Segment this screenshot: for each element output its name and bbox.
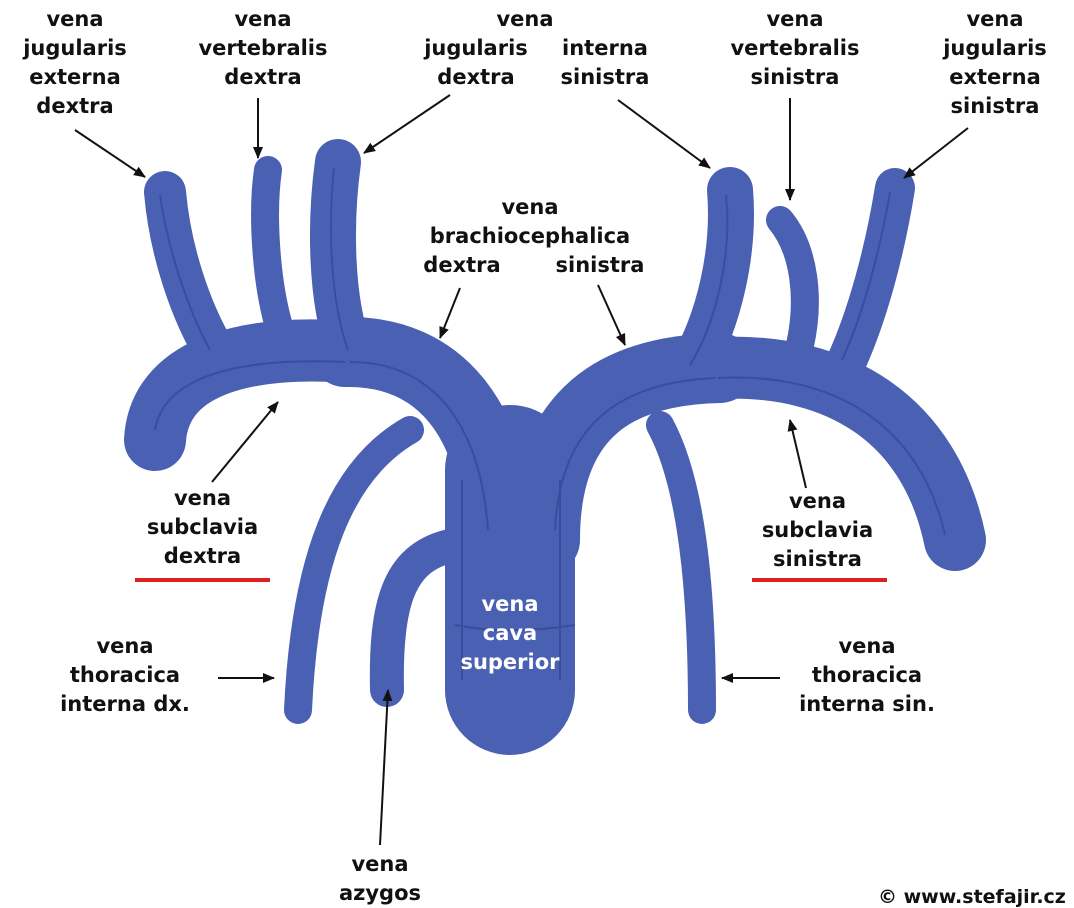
label-line: vena bbox=[45, 632, 205, 661]
label-line: dextra bbox=[412, 251, 512, 280]
label-line: sinistra bbox=[545, 63, 665, 92]
label-line: dextra bbox=[135, 542, 270, 571]
label-line: vena bbox=[930, 5, 1060, 34]
label-line: vena bbox=[135, 484, 270, 513]
label-vena-thoracica-interna-sinistra: vena thoracica interna sin. bbox=[782, 632, 952, 719]
label-line: subclavia bbox=[135, 513, 270, 542]
label-vena-thoracica-interna-dextra: vena thoracica interna dx. bbox=[45, 632, 205, 719]
vena-vertebralis-dextra bbox=[265, 170, 280, 330]
label-line: jugularis bbox=[930, 34, 1060, 63]
label-vena-brachiocephalica: vena brachiocephalica bbox=[405, 193, 655, 251]
label-line: vena bbox=[330, 850, 430, 879]
label-line: sinistra bbox=[540, 251, 660, 280]
label-line: vertebralis bbox=[715, 34, 875, 63]
label-line: externa bbox=[10, 63, 140, 92]
label-line: thoracica bbox=[45, 661, 205, 690]
arrow-bcd bbox=[440, 288, 460, 338]
arrow-vjes bbox=[904, 128, 968, 178]
label-line: dextra bbox=[10, 92, 140, 121]
arrow-vjid bbox=[364, 95, 450, 153]
label-line: vena bbox=[188, 5, 338, 34]
label-line: vertebralis bbox=[188, 34, 338, 63]
label-vena-azygos: vena azygos bbox=[330, 850, 430, 908]
label-line: jugularis bbox=[410, 34, 542, 63]
label-line: dextra bbox=[188, 63, 338, 92]
label-vena-vertebralis-dextra: vena vertebralis dextra bbox=[188, 5, 338, 92]
arrow-vjis bbox=[618, 100, 710, 168]
label-vena-cava-superior: vena cava superior bbox=[445, 590, 575, 677]
label-vena-jugularis-externa-dextra: vena jugularis externa dextra bbox=[10, 5, 140, 121]
arrow-vjed bbox=[75, 130, 145, 177]
label-line: externa bbox=[930, 63, 1060, 92]
label-line: vena bbox=[782, 632, 952, 661]
vena-jugularis-externa-sinistra bbox=[845, 188, 895, 365]
label-line: subclavia bbox=[745, 516, 890, 545]
label-line: cava bbox=[445, 619, 575, 648]
label-line: interna dx. bbox=[45, 690, 205, 719]
label-vena-vertebralis-sinistra: vena vertebralis sinistra bbox=[715, 5, 875, 92]
arrow-vsd bbox=[212, 402, 278, 482]
label-line: jugularis bbox=[10, 34, 140, 63]
label-brachiocephalica-dextra: dextra bbox=[412, 251, 512, 280]
label-line: vena bbox=[480, 5, 570, 34]
label-line: vena bbox=[745, 487, 890, 516]
label-line: interna bbox=[545, 34, 665, 63]
vena-vertebralis-sinistra bbox=[780, 220, 805, 345]
label-jugularis-dextra: jugularis dextra bbox=[410, 34, 542, 92]
arrow-bcs bbox=[598, 285, 625, 345]
label-line: azygos bbox=[330, 879, 430, 908]
label-line: sinistra bbox=[745, 545, 890, 574]
label-line: sinistra bbox=[715, 63, 875, 92]
label-line: thoracica bbox=[782, 661, 952, 690]
label-interna-sinistra: interna sinistra bbox=[545, 34, 665, 92]
vena-thoracica-interna-sinistra bbox=[660, 425, 702, 710]
vena-jugularis-externa-dextra bbox=[165, 192, 215, 352]
label-vena-top: vena bbox=[480, 5, 570, 34]
label-vena-subclavia-sinistra: vena subclavia sinistra bbox=[745, 487, 890, 574]
label-line: vena bbox=[445, 590, 575, 619]
arrow-azygos bbox=[380, 690, 388, 845]
label-line: dextra bbox=[410, 63, 542, 92]
label-line: brachiocephalica bbox=[405, 222, 655, 251]
label-line: vena bbox=[10, 5, 140, 34]
copyright-text[interactable]: © www.stefajir.cz bbox=[878, 886, 1066, 908]
label-line: vena bbox=[715, 5, 875, 34]
label-line: superior bbox=[445, 648, 575, 677]
label-line: interna sin. bbox=[782, 690, 952, 719]
label-line: sinistra bbox=[930, 92, 1060, 121]
label-line: vena bbox=[405, 193, 655, 222]
arrow-vss bbox=[790, 420, 806, 488]
label-vena-jugularis-externa-sinistra: vena jugularis externa sinistra bbox=[930, 5, 1060, 121]
label-brachiocephalica-sinistra: sinistra bbox=[540, 251, 660, 280]
label-vena-subclavia-dextra: vena subclavia dextra bbox=[135, 484, 270, 571]
